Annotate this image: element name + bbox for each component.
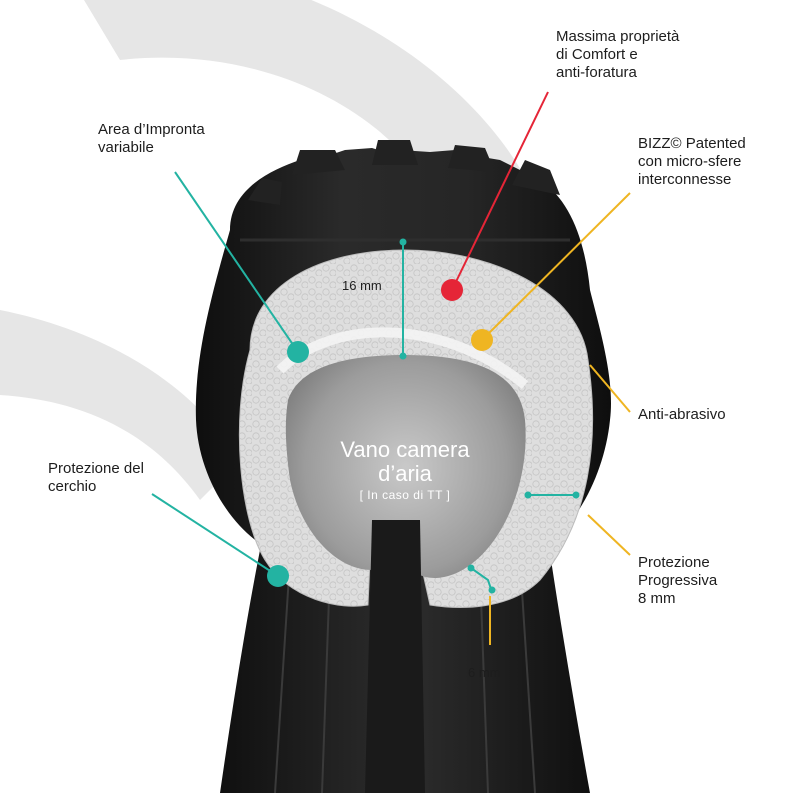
label-progressiva: Protezione Progressiva 8 mm	[638, 554, 718, 607]
label-cerchio: Protezione del cerchio	[48, 460, 144, 495]
air-chamber-subtitle: [ In caso di TT ]	[359, 488, 451, 502]
marker-dots	[267, 238, 580, 594]
tread-knobs	[248, 140, 560, 205]
leader-comfort	[451, 91, 549, 291]
air-chamber-title: Vano camera d’aria	[340, 437, 470, 486]
dot-cerchio	[267, 565, 289, 587]
label-bizz: BIZZ© Patented con micro-sfere interconn…	[638, 135, 746, 188]
background-swirl-lower	[0, 310, 240, 500]
label-abrasivo: Anti-abrasivo	[638, 406, 726, 423]
leader-lines	[151, 91, 631, 645]
leader-bizz	[481, 192, 631, 341]
dimension-16mm: 16 mm	[342, 278, 382, 293]
leader-impronta	[174, 171, 299, 353]
dot-impronta	[287, 341, 309, 363]
label-impronta: Area d’Impronta variabile	[98, 121, 205, 156]
label-comfort: Massima proprietà di Comfort e anti-fora…	[556, 28, 680, 81]
background-swirl	[84, 0, 560, 460]
leader-abrasivo	[589, 364, 631, 413]
air-chamber-cavity	[285, 355, 526, 604]
leader-progressiva	[587, 514, 631, 556]
leader-cerchio	[151, 493, 279, 577]
rim-slot	[365, 520, 425, 793]
dimension-6mm: 6 mm	[468, 665, 501, 680]
dot-comfort	[441, 279, 463, 301]
dot-bizz	[471, 329, 493, 351]
